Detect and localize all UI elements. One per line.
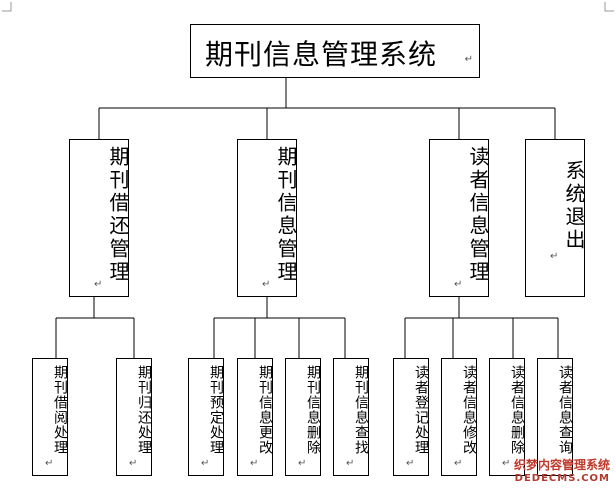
corner-mark-top-left (2, 2, 12, 12)
paragraph-mark-icon: ↵ (298, 458, 307, 469)
paragraph-mark-icon: ↵ (454, 458, 463, 469)
leaf-node-reserve: 期刊预定处理 ↵ (188, 358, 224, 476)
leaf-label: 期刊信息删除 (305, 365, 321, 455)
leaf-node-modify: 读者信息修改 ↵ (441, 358, 477, 476)
branch-node-journal-info: 期刊信息管理 ↵ (237, 139, 298, 297)
paragraph-mark-icon: ↵ (346, 458, 355, 469)
leaf-label: 期刊信息查找 (353, 365, 369, 455)
watermark-line-2: DEDECMS.COM (514, 472, 610, 484)
paragraph-mark-icon: ↵ (454, 279, 463, 290)
paragraph-mark-icon: ↵ (550, 251, 559, 262)
root-node-label: 期刊信息管理系统 (205, 38, 438, 71)
paragraph-mark-icon: ↵ (406, 458, 415, 469)
branch-label: 系统退出 (562, 160, 586, 252)
leaf-label: 读者信息修改 (461, 365, 477, 455)
leaf-node-delete: 期刊信息删除 ↵ (285, 358, 321, 476)
paragraph-mark-icon: ↵ (129, 458, 138, 469)
branch-node-reader-info: 读者信息管理 ↵ (429, 139, 490, 297)
leaf-label: 读者信息删除 (509, 365, 525, 455)
corner-mark-top-right (604, 2, 614, 12)
leaf-node-register: 读者登记处理 ↵ (393, 358, 429, 476)
paragraph-mark-icon: ↵ (250, 458, 259, 469)
branch-label: 读者信息管理 (466, 146, 490, 284)
leaf-label: 读者信息查询 (557, 365, 573, 455)
branch-label: 期刊借还管理 (106, 146, 130, 284)
branch-node-system-exit: 系统退出 ↵ (525, 139, 586, 297)
leaf-node-find: 期刊信息查找 ↵ (333, 358, 369, 476)
leaf-node-change: 期刊信息更改 ↵ (237, 358, 273, 476)
paragraph-mark-icon: ↵ (94, 279, 103, 290)
leaf-node-reader-delete: 读者信息删除 ↵ (489, 358, 525, 476)
leaf-label: 读者登记处理 (413, 365, 429, 455)
leaf-label: 期刊预定处理 (208, 365, 224, 455)
leaf-node-borrow: 期刊借阅处理 ↵ (32, 358, 68, 476)
paragraph-mark-icon: ↵ (502, 458, 511, 469)
root-node: 期刊信息管理系统 ↵ (190, 24, 480, 78)
leaf-node-query: 读者信息查询 (537, 358, 573, 476)
paragraph-mark-icon: ↵ (262, 279, 271, 290)
leaf-label: 期刊归还处理 (136, 365, 152, 455)
branch-label: 期刊信息管理 (274, 146, 298, 284)
watermark-line-1: 织梦内容管理系统 (513, 457, 610, 472)
paragraph-mark-icon: ↵ (45, 458, 54, 469)
leaf-label: 期刊借阅处理 (52, 365, 68, 455)
paragraph-mark-icon: ↵ (201, 458, 210, 469)
leaf-label: 期刊信息更改 (257, 365, 273, 455)
leaf-node-return: 期刊归还处理 ↵ (116, 358, 152, 476)
paragraph-mark-icon: ↵ (464, 54, 473, 65)
branch-node-borrow-return: 期刊借还管理 ↵ (69, 139, 130, 297)
watermark: 织梦内容管理系统 DEDECMS.COM (513, 457, 610, 484)
